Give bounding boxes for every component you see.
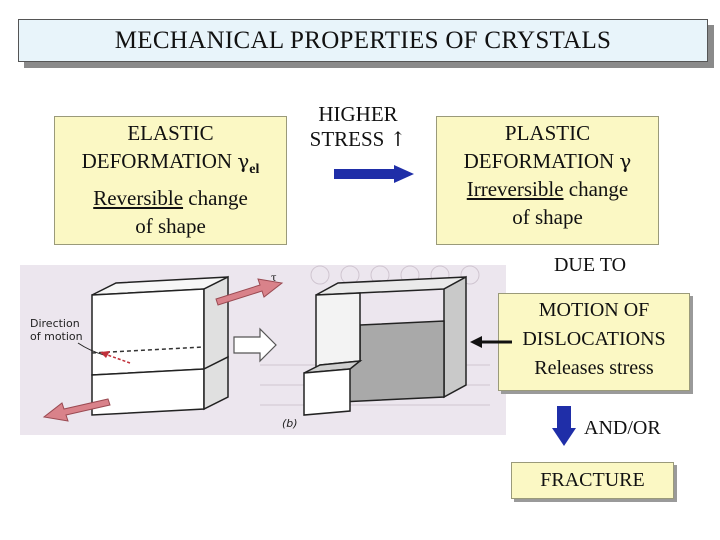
- gamma-subscript: el: [249, 162, 260, 177]
- transition-arrow-icon: [233, 327, 277, 363]
- elastic-description: Reversible change: [93, 186, 248, 210]
- gamma-symbol: γ: [619, 149, 632, 173]
- fracture-box: FRACTURE: [511, 462, 674, 499]
- elastic-subtitle: DEFORMATION γel: [81, 149, 260, 177]
- tau-label: τ: [271, 273, 277, 284]
- elastic-title: ELASTIC: [127, 121, 214, 145]
- plastic-subtitle: DEFORMATION γ: [463, 149, 632, 173]
- shear-arrow-icon: [42, 278, 284, 422]
- direction-leader-line: [77, 342, 105, 356]
- panel-label: (b): [282, 417, 298, 430]
- page-title: MECHANICAL PROPERTIES OF CRYSTALS: [18, 19, 708, 62]
- gamma-symbol: γ: [237, 149, 250, 173]
- due-to-label: DUE TO: [553, 254, 627, 276]
- elastic-deformation-box: ELASTIC DEFORMATION γel Reversible chang…: [54, 116, 287, 245]
- plastic-deformation-box: PLASTIC DEFORMATION γ Irreversible chang…: [436, 116, 659, 245]
- crystal-slip-illustration: τ Direction of motion (b): [30, 265, 490, 430]
- pointer-arrow-icon: [470, 336, 512, 348]
- up-arrow-icon: ↑: [389, 127, 407, 151]
- down-arrow-icon: [552, 406, 576, 446]
- motion-of-dislocations-box: MOTION OF DISLOCATIONS Releases stress: [498, 293, 690, 391]
- direction-label-line2: of motion: [30, 330, 83, 343]
- crystal-slip-figure: τ Direction of motion (b): [20, 265, 506, 435]
- plastic-description-line2: of shape: [512, 205, 583, 229]
- and-or-label: AND/OR: [584, 417, 661, 439]
- direction-label-line1: Direction: [30, 317, 80, 330]
- stress-arrow-icon: [334, 165, 414, 183]
- elastic-description-line2: of shape: [135, 214, 206, 238]
- higher-stress-label: HIGHER STRESS ↑: [309, 102, 407, 151]
- plastic-title: PLASTIC: [504, 121, 591, 145]
- plastic-description: Irreversible change: [466, 177, 629, 201]
